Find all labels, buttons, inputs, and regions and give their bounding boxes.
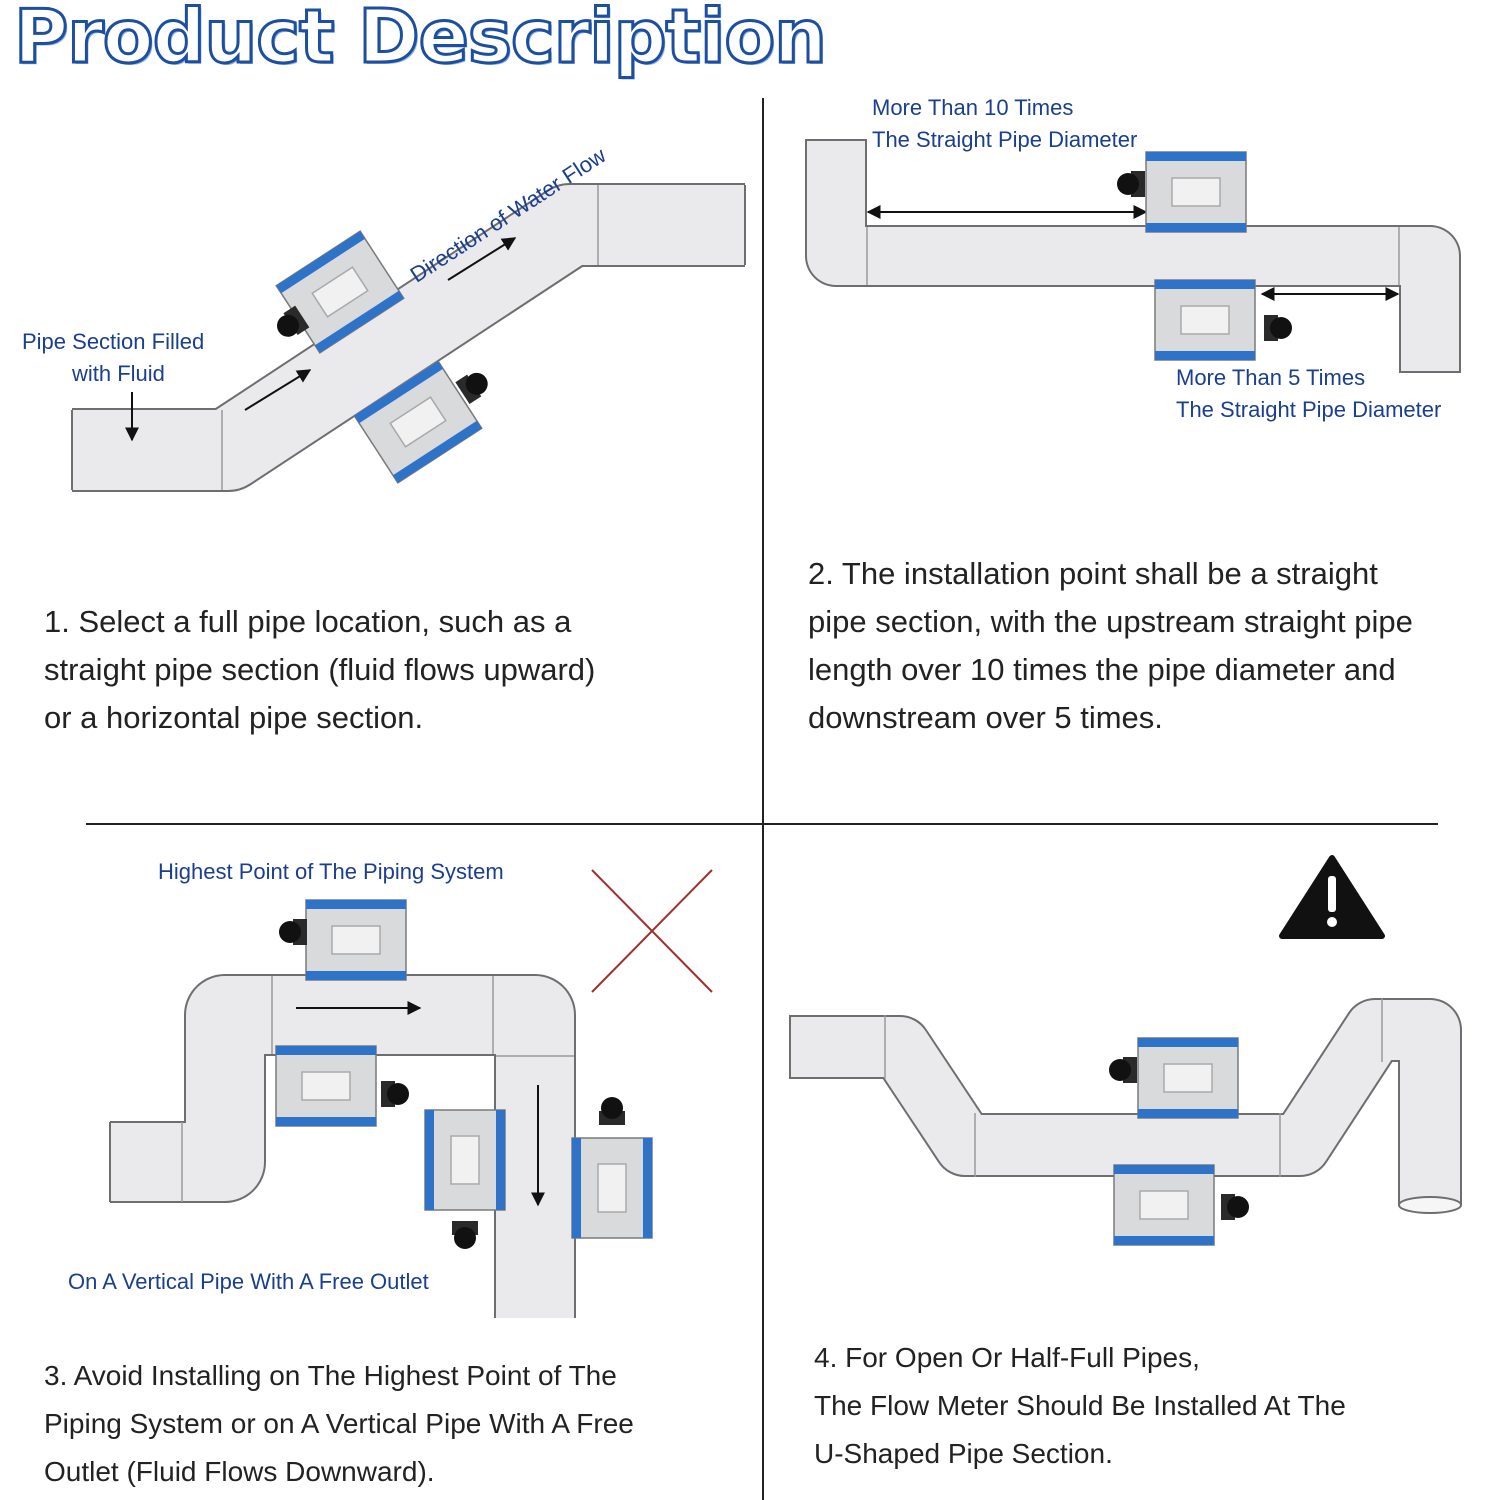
panel2-caption-line1: 2. The installation point shall be a str… <box>808 556 1378 591</box>
panel2-caption-line3: length over 10 times the pipe diameter a… <box>808 652 1396 687</box>
panel1-caption: 1. Select a full pipe location, such as … <box>44 598 595 742</box>
panel2-meter-top <box>1117 151 1247 233</box>
panel3-vertical-label: On A Vertical Pipe With A Free Outlet <box>68 1269 429 1294</box>
cross-mark-icon <box>591 869 713 993</box>
panel4-caption-line1: 4. For Open Or Half-Full Pipes, <box>814 1342 1200 1373</box>
panel4-caption-line3: U-Shaped Pipe Section. <box>814 1438 1113 1469</box>
warning-icon <box>1279 855 1385 939</box>
panel1-flow-arrow-icon <box>244 237 517 411</box>
panel3-caption-line3: Outlet (Fluid Flows Downward). <box>44 1456 435 1487</box>
panel1-fluid-label-line1: Pipe Section Filled <box>22 329 205 354</box>
panel2-meter-bottom <box>1154 279 1292 361</box>
vertical-divider <box>762 98 764 1500</box>
panel3-meter-vertical-left <box>424 1109 506 1249</box>
panel2-downstream-label-line1: More Than 5 Times <box>1176 365 1366 390</box>
panel3-meter-vertical-right <box>571 1097 653 1239</box>
panel3-meter-highest <box>279 899 407 981</box>
panel1-fluid-label-line2: with Fluid <box>72 361 165 386</box>
panel2-downstream-label-line2: The Straight Pipe Diameter <box>1176 397 1442 422</box>
panel3-caption: 3. Avoid Installing on The Highest Point… <box>44 1352 634 1496</box>
panel2-caption-line2: pipe section, with the upstream straight… <box>808 604 1413 639</box>
horizontal-divider <box>86 823 1438 825</box>
panel1-caption-line2: straight pipe section (fluid flows upwar… <box>44 652 596 687</box>
panel4-pipe <box>789 998 1462 1214</box>
panel2-upstream-label-line1: More Than 10 Times <box>872 95 1074 120</box>
page-title: Product Description <box>13 0 829 82</box>
panel3-highest-label: Highest Point of The Piping System <box>158 859 504 884</box>
panel2-downstream-label: More Than 5 Times The Straight Pipe Diam… <box>1176 362 1441 426</box>
panel4-meter-top <box>1109 1037 1239 1119</box>
panel3-meter-under <box>275 1045 409 1127</box>
panel3-flow-arrow-icon <box>296 1001 545 1207</box>
panel2-pipe <box>805 139 1461 373</box>
panel3-caption-line1: 3. Avoid Installing on The Highest Point… <box>44 1360 617 1391</box>
panel2-caption: 2. The installation point shall be a str… <box>808 550 1413 742</box>
panel2-upstream-label: More Than 10 Times The Straight Pipe Dia… <box>872 92 1137 156</box>
panel4-caption-line2: The Flow Meter Should Be Installed At Th… <box>814 1390 1346 1421</box>
panel3-pipe <box>109 974 576 1318</box>
panel1-pipe <box>71 183 746 492</box>
panel2-caption-line4: downstream over 5 times. <box>808 700 1163 735</box>
panel3-caption-line2: Piping System or on A Vertical Pipe With… <box>44 1408 634 1439</box>
panel1-fluid-label: Pipe Section Filled with Fluid <box>22 326 204 390</box>
panel1-caption-line1: 1. Select a full pipe location, such as … <box>44 604 572 639</box>
panel1-caption-line3: or a horizontal pipe section. <box>44 700 424 735</box>
panel4-caption: 4. For Open Or Half-Full Pipes, The Flow… <box>814 1334 1346 1478</box>
panel2-upstream-label-line2: The Straight Pipe Diameter <box>872 127 1138 152</box>
